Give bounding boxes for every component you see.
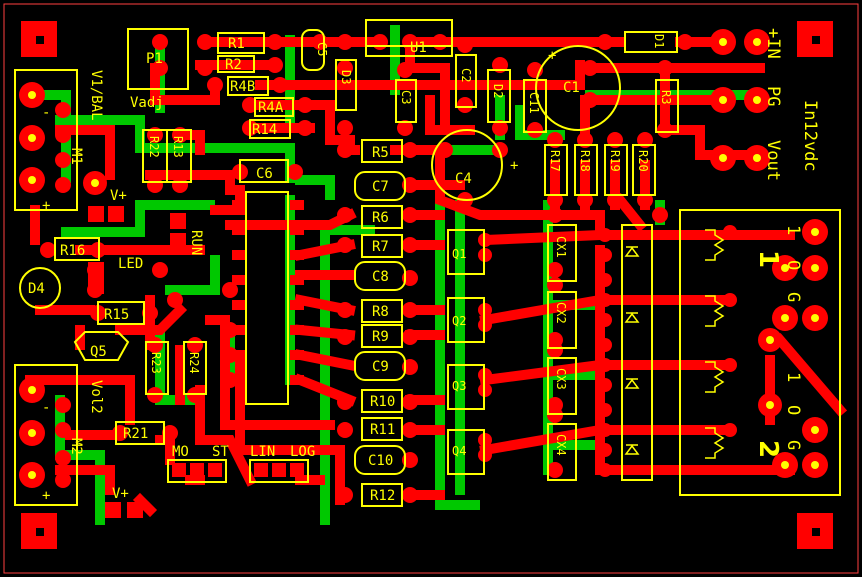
label-R17: R17 (548, 150, 562, 172)
label-C4: C4 (455, 171, 472, 187)
label-R14: R14 (252, 122, 277, 138)
label-U1: U1 (410, 40, 427, 56)
terminal-holes (28, 38, 819, 479)
label-C2: C2 (459, 68, 473, 82)
silkscreen (14, 19, 841, 507)
label-R20: R20 (636, 150, 650, 172)
label-Q1: Q1 (452, 247, 466, 261)
label-Q2: Q2 (452, 314, 466, 328)
label-Q3: Q3 (452, 379, 466, 393)
label-RUN: RUN (188, 230, 204, 255)
label-R4A: R4A (258, 100, 284, 116)
label-CX2: CX2 (554, 302, 568, 324)
label-D1: D1 (652, 34, 666, 48)
label-C1: C1 (563, 80, 580, 96)
label-R4B: R4B (230, 79, 255, 95)
label-R19: R19 (608, 150, 622, 172)
label-P1: P1 (146, 51, 163, 67)
label-plus-c1: + (548, 48, 556, 64)
label-R15: R15 (104, 307, 129, 323)
output-symbols (624, 229, 725, 459)
label-R10: R10 (370, 394, 395, 410)
label-R1: R1 (228, 36, 245, 52)
label-R24: R24 (187, 352, 201, 374)
label-LIN: LIN (250, 444, 275, 460)
label-D4: D4 (28, 281, 45, 297)
board-outline (3, 3, 859, 574)
label-R5: R5 (372, 145, 389, 161)
label-R18: R18 (578, 150, 592, 172)
label-out1-G: G (783, 292, 803, 302)
label-R21: R21 (123, 426, 148, 442)
label-pg: PG (763, 86, 783, 106)
label-R13: R13 (171, 136, 185, 158)
label-Vol2: Vol2 (88, 380, 104, 414)
label-out2-1: 1 (783, 372, 803, 382)
label-output-2: 2 (753, 440, 783, 458)
label-ST: ST (212, 444, 229, 460)
header-pads (88, 206, 304, 518)
label-CX3: CX3 (554, 368, 568, 390)
label-plus-c4: + (510, 158, 518, 174)
label-CX1: CX1 (554, 236, 568, 258)
label-LOG: LOG (290, 444, 315, 460)
label-V-top: V+ (110, 188, 127, 204)
label-plus-2: + (42, 488, 50, 504)
label-R7: R7 (372, 239, 389, 255)
label-out2-O: O (783, 405, 803, 415)
component-labels: P1 Vadj R1 R2 R4B R4A R14 C5 U1 D3 C3 C2… (28, 28, 820, 504)
label-vout: Vout (763, 140, 783, 181)
label-C8: C8 (372, 269, 389, 285)
label-V-bot: V+ (112, 486, 129, 502)
label-in: +IN (763, 28, 783, 59)
label-R2: R2 (225, 57, 242, 73)
label-R6: R6 (372, 210, 389, 226)
label-out1-1: 1 (783, 225, 803, 235)
label-Q5: Q5 (90, 344, 107, 360)
label-out1-O: O (783, 260, 803, 270)
label-plus-1: + (42, 198, 50, 214)
label-C5: C5 (315, 42, 329, 56)
label-R3: R3 (659, 90, 673, 104)
label-MO: MO (172, 444, 189, 460)
label-C9: C9 (372, 359, 389, 375)
label-R16: R16 (60, 243, 85, 259)
label-R23: R23 (149, 352, 163, 374)
label-Q4: Q4 (452, 444, 466, 458)
label-minus-1: - (42, 105, 50, 121)
label-R11: R11 (370, 422, 395, 438)
label-D3: D3 (339, 70, 353, 84)
label-R22: R22 (147, 136, 161, 158)
label-V1-BAL: V1/BAL (88, 70, 104, 121)
label-R9: R9 (372, 329, 389, 345)
label-output-1: 1 (753, 250, 783, 268)
label-M2: M2 (68, 438, 84, 455)
label-LED: LED (118, 256, 143, 272)
mounting-holes (21, 21, 833, 549)
label-R8: R8 (372, 304, 389, 320)
label-C3: C3 (399, 90, 413, 104)
label-minus-2: - (42, 400, 50, 416)
label-C11: C11 (527, 92, 541, 114)
label-Vadj: Vadj (130, 95, 164, 111)
label-R12: R12 (370, 488, 395, 504)
label-C7: C7 (372, 179, 389, 195)
label-CX4: CX4 (554, 434, 568, 456)
label-C10: C10 (368, 453, 393, 469)
label-in12vdc: In12vdc (800, 100, 820, 172)
label-D2: D2 (491, 84, 505, 98)
label-out2-G: G (783, 440, 803, 450)
ic-pins (232, 200, 304, 385)
label-M1: M1 (68, 148, 84, 165)
label-C6: C6 (256, 166, 273, 182)
